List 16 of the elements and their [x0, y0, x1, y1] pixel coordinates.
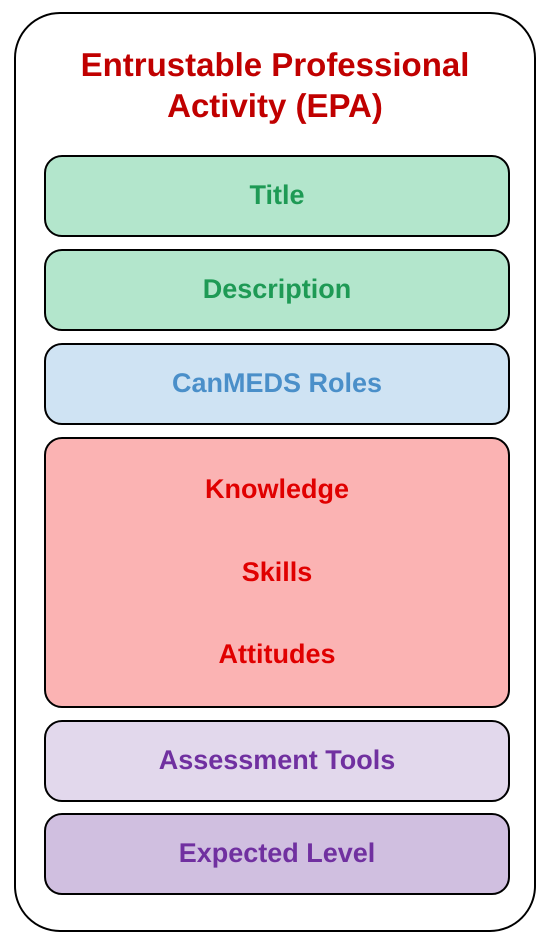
- section-label: CanMEDS Roles: [172, 367, 382, 400]
- section-box: [44, 720, 510, 802]
- section-box: [44, 813, 510, 895]
- section-label: Knowledge: [204, 473, 349, 506]
- section-label: Expected Level: [178, 837, 376, 870]
- section-box: [44, 437, 510, 708]
- section-label: Attitudes: [218, 638, 336, 671]
- section-box: [44, 155, 510, 237]
- outer-panel: [14, 12, 536, 932]
- section-label: Title: [249, 179, 304, 212]
- section-label: Skills: [242, 556, 312, 589]
- section-label: Description: [202, 273, 352, 306]
- panel-title: Entrustable Professional Activity (EPA): [80, 45, 470, 126]
- section-label: Assessment Tools: [158, 744, 396, 778]
- section-box: [44, 249, 510, 331]
- section-box: [44, 343, 510, 425]
